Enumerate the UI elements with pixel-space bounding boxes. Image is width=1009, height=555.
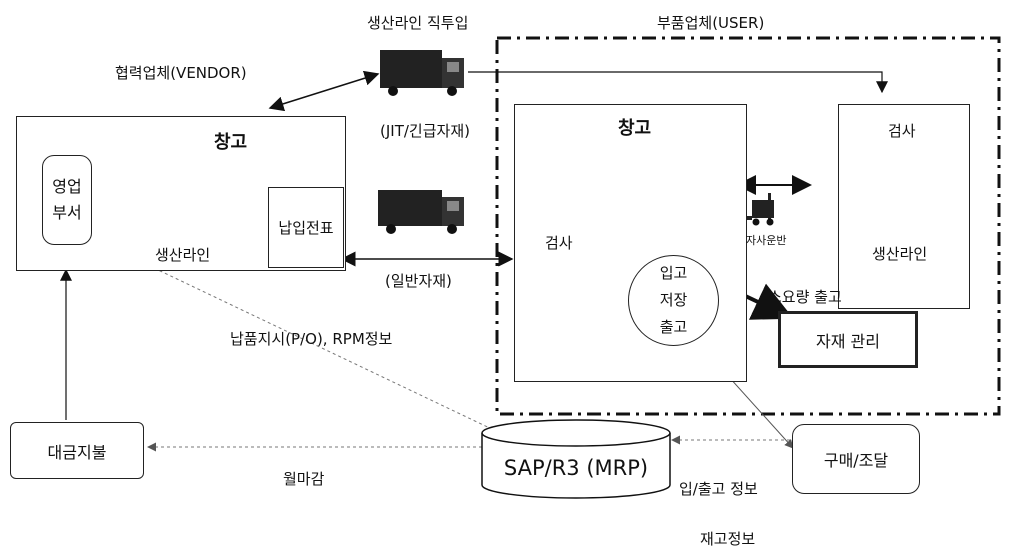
user-production-label: 생산라인 bbox=[872, 243, 927, 264]
self-transport-label: 자사운반 bbox=[746, 232, 786, 248]
store-label: 저장 bbox=[660, 287, 688, 314]
user-title: 부품업체(USER) bbox=[657, 12, 764, 33]
truck-middle-icon bbox=[378, 190, 464, 234]
monthly-close-label: 월마감 bbox=[283, 468, 324, 489]
vendor-production-label: 생산라인 bbox=[155, 244, 210, 265]
material-mgmt-label: 자재 관리 bbox=[816, 328, 880, 352]
stock-info-label: 재고정보 bbox=[700, 528, 755, 549]
inspection-right-label: 검사 bbox=[888, 120, 916, 141]
sales-dept-line2: 부서 bbox=[52, 200, 81, 226]
sales-dept-line1: 영업 bbox=[52, 174, 81, 200]
truck-top-icon bbox=[380, 50, 464, 96]
delivery-slip-label: 납입전표 bbox=[278, 217, 333, 238]
po-info-label: 납품지시(P/O), RPM정보 bbox=[230, 328, 392, 349]
delivery-slip-box: 납입전표 bbox=[268, 187, 344, 268]
direct-feed-title: 생산라인 직투입 bbox=[367, 12, 468, 33]
stock-circle: 입고 저장 출고 bbox=[628, 255, 719, 346]
general-label: (일반자재) bbox=[385, 270, 452, 291]
in-out-info-label: 입/출고 정보 bbox=[679, 478, 758, 499]
payment-box: 대금지불 bbox=[10, 422, 144, 479]
jit-label: (JIT/긴급자재) bbox=[380, 120, 470, 141]
stock-in-label: 입고 bbox=[660, 260, 688, 287]
vendor-title: 협력업체(VENDOR) bbox=[115, 62, 247, 83]
stock-out-label: 출고 bbox=[660, 314, 688, 341]
material-mgmt-box: 자재 관리 bbox=[778, 311, 918, 368]
sales-dept-box: 영업 부서 bbox=[42, 155, 92, 245]
payment-label: 대금지불 bbox=[48, 439, 107, 463]
purchasing-box: 구매/조달 bbox=[792, 424, 920, 494]
direct-feed-arrow bbox=[468, 72, 882, 92]
purchasing-label: 구매/조달 bbox=[824, 447, 888, 471]
consumption-release-label: 소요량 출고 bbox=[768, 286, 842, 307]
vendor-truck-arrow bbox=[270, 74, 378, 108]
user-warehouse-label: 창고 bbox=[618, 114, 651, 140]
vendor-warehouse-label: 창고 bbox=[214, 128, 247, 154]
sap-label: SAP/R3 (MRP) bbox=[482, 448, 670, 488]
inspection-left-label: 검사 bbox=[545, 232, 573, 253]
